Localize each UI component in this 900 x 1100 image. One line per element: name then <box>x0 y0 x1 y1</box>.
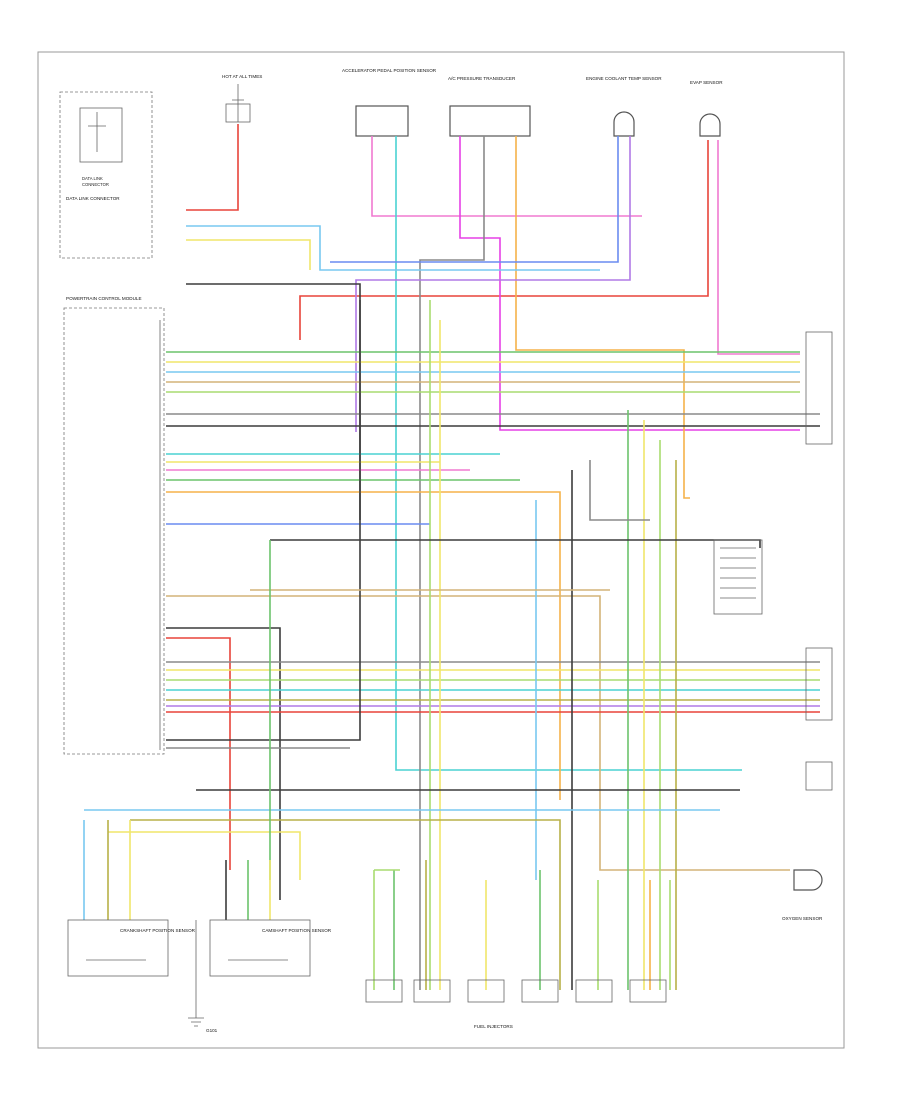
wire-10 <box>717 140 800 355</box>
injector-6 <box>629 979 667 1003</box>
bottom-sensor-1: CRANKSHAFT POSITION SENSOR <box>120 928 196 933</box>
svg-text:CONNECTOR: CONNECTOR <box>82 182 109 187</box>
top-component-2: ACCELERATOR PEDAL POSITION SENSOR <box>342 68 437 73</box>
right-sensor-label: OXYGEN SENSOR <box>782 916 823 921</box>
crankshaft-sensor: CRANKSHAFT POSITION SENSOR <box>67 919 196 977</box>
camshaft-sensor: CAMSHAFT POSITION SENSOR <box>209 919 332 977</box>
wire-3 <box>371 136 642 217</box>
wire-28 <box>166 627 281 900</box>
wire-51 <box>108 831 301 880</box>
injector-5 <box>575 979 613 1003</box>
wire-25 <box>166 491 561 800</box>
top-component-1: HOT AT ALL TIMES <box>222 74 262 79</box>
data-link-connector: DATA LINK CONNECTOR DATA LINK CONNECTOR <box>59 91 153 259</box>
ac-pressure-transducer: A/C PRESSURE TRANSDUCER <box>448 76 531 137</box>
fuel-injectors: FUEL INJECTORS <box>365 979 667 1029</box>
wire-8 <box>330 136 619 263</box>
wire-48 <box>270 539 761 548</box>
wire-49 <box>130 819 561 990</box>
diagram-frame <box>37 51 845 1049</box>
wire-6 <box>419 136 485 990</box>
injector-1 <box>365 979 403 1003</box>
wire-7 <box>515 136 690 499</box>
injector-4 <box>521 979 559 1003</box>
top-component-5: EVAP SENSOR <box>690 80 723 85</box>
wire-harness <box>83 124 820 990</box>
bottom-sensor-2: CAMSHAFT POSITION SENSOR <box>262 928 332 933</box>
relay-block <box>713 539 763 615</box>
injector-3 <box>467 979 505 1003</box>
ect-sensor: ENGINE COOLANT TEMP SENSOR <box>586 76 662 137</box>
injector-2 <box>413 979 451 1003</box>
top-component-4: ENGINE COOLANT TEMP SENSOR <box>586 76 662 81</box>
wire-13 <box>186 283 361 520</box>
powertrain-control-module: POWERTRAIN CONTROL MODULE <box>63 296 165 755</box>
wire-27 <box>166 595 790 871</box>
wire-37 <box>166 300 361 741</box>
wire-45 <box>589 460 650 521</box>
evap-sensor: EVAP SENSOR <box>690 80 723 137</box>
left-box-label: DATA LINK CONNECTOR <box>66 196 120 201</box>
right-connector-b <box>805 647 833 721</box>
ground-label: G101 <box>206 1028 218 1033</box>
wire-29 <box>166 637 231 870</box>
svg-text:DATA LINK: DATA LINK <box>82 176 103 181</box>
wire-12 <box>186 239 311 270</box>
accelerator-pedal-sensor: ACCELERATOR PEDAL POSITION SENSOR <box>342 68 437 137</box>
injectors-label: FUEL INJECTORS <box>474 1024 513 1029</box>
wire-4 <box>395 136 742 771</box>
top-component-3: A/C PRESSURE TRANSDUCER <box>448 76 516 81</box>
right-connector-a <box>805 331 833 445</box>
wire-9 <box>355 136 631 432</box>
left-module-label: POWERTRAIN CONTROL MODULE <box>66 296 142 301</box>
oxygen-sensor: OXYGEN SENSOR <box>782 869 823 921</box>
ground-symbol: G101 <box>188 920 218 1033</box>
wire-2 <box>299 140 709 340</box>
wire-11 <box>186 225 600 271</box>
wire-5 <box>459 136 800 431</box>
wire-1 <box>186 124 239 211</box>
right-connector-c <box>805 761 833 791</box>
hot-at-all-times: HOT AT ALL TIMES <box>222 74 262 123</box>
